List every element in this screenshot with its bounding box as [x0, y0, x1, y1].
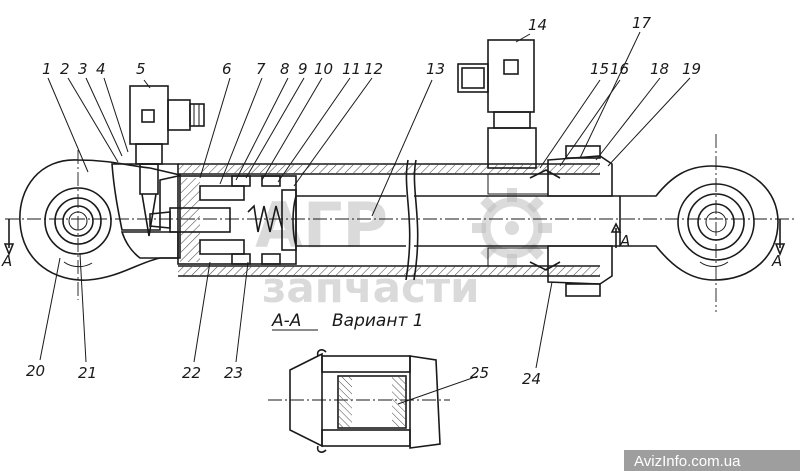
- callouts: 1 2 3 4 5 6 7 8 9 10 11 12 13 14 15 16 1…: [26, 14, 701, 388]
- callout-19: 19: [682, 60, 701, 78]
- section-mark-right: A: [771, 252, 782, 270]
- right-rod-eye: [3, 134, 786, 312]
- section-caption: А-А: [271, 311, 301, 331]
- callout-9: 9: [298, 60, 308, 78]
- watermark-line1: АГР: [255, 189, 388, 262]
- callout-14: 14: [528, 16, 547, 34]
- gear-icon: [472, 188, 552, 268]
- callout-10: 10: [314, 60, 333, 78]
- callout-18: 18: [650, 60, 669, 78]
- section-marks: A A A: [1, 232, 782, 270]
- callout-15: 15: [590, 60, 609, 78]
- source-text: AvizInfo.com.ua: [634, 453, 741, 470]
- callout-23: 23: [224, 364, 243, 382]
- piston-assembly: [149, 175, 297, 265]
- callout-5: 5: [136, 60, 146, 78]
- section-mark-left: A: [1, 252, 12, 270]
- callout-21: 21: [78, 364, 97, 382]
- callout-8: 8: [280, 60, 290, 78]
- callout-1: 1: [42, 60, 52, 78]
- left-rod-eye: [19, 150, 181, 300]
- callout-24: 24: [522, 370, 541, 388]
- valve-block-right: [457, 39, 537, 169]
- head-housing: [111, 163, 179, 259]
- callout-6: 6: [222, 60, 232, 78]
- callout-7: 7: [256, 60, 266, 78]
- callout-12: 12: [364, 60, 383, 78]
- leader-lines: [39, 31, 691, 405]
- callout-11: 11: [342, 60, 361, 78]
- callout-13: 13: [426, 60, 445, 78]
- callout-4: 4: [96, 60, 106, 78]
- source-badge: AvizInfo.com.ua: [624, 450, 800, 471]
- watermark: АГР запчасти: [255, 188, 552, 312]
- callout-25: 25: [470, 364, 489, 382]
- caption: А-А Вариант 1: [271, 311, 424, 331]
- callout-2: 2: [60, 60, 70, 78]
- callout-20: 20: [26, 362, 45, 380]
- callout-16: 16: [610, 60, 629, 78]
- callout-3: 3: [78, 60, 88, 78]
- callout-17: 17: [632, 14, 652, 32]
- section-arrow-label: A: [619, 232, 630, 250]
- callout-22: 22: [182, 364, 201, 382]
- rod-end-gland: [487, 145, 613, 297]
- variant-caption: Вариант 1: [332, 311, 424, 331]
- section-detail: [268, 349, 450, 453]
